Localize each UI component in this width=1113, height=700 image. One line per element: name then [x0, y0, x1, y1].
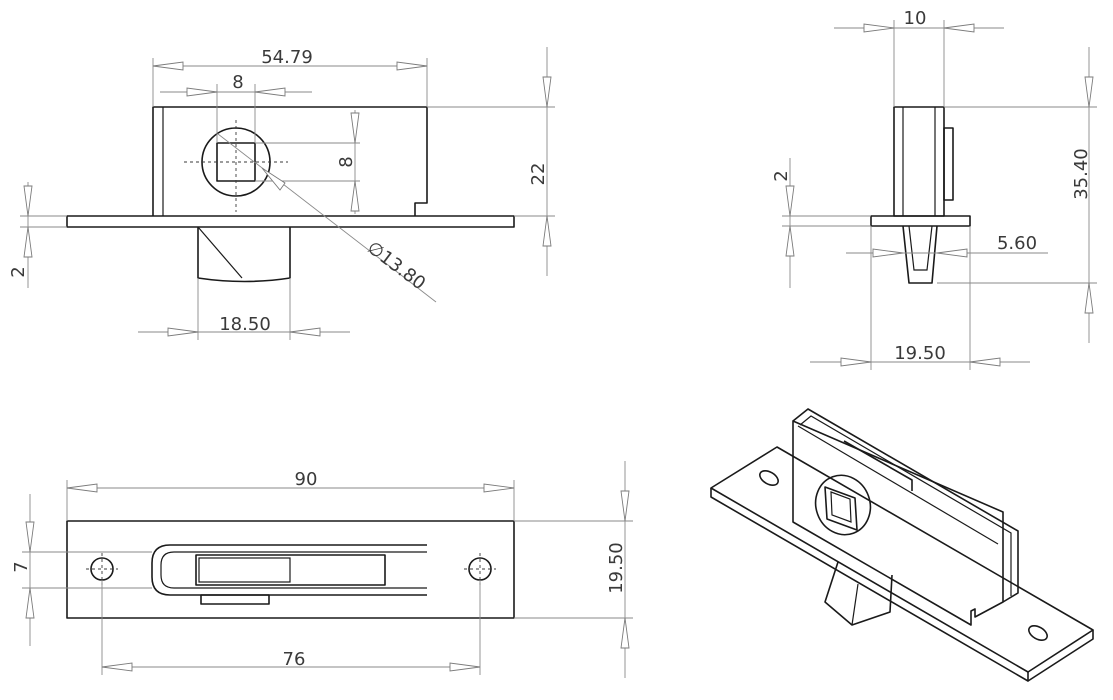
side-bolt: [902, 225, 938, 284]
top-body-inner: [160, 551, 427, 589]
side-body: [893, 106, 945, 217]
dim-arrow: [872, 248, 904, 258]
iso-plate-edge-front: [710, 488, 1029, 682]
dim-arrow: [936, 248, 968, 258]
dim-arrow: [542, 76, 552, 108]
side-spindle-boss: [943, 127, 954, 201]
dim-arrow: [449, 662, 481, 672]
top-base-plate: [66, 520, 515, 619]
dim-arrow: [25, 587, 35, 619]
iso-body-back-inner: [799, 415, 1012, 596]
top-bolt-tab: [200, 594, 270, 605]
iso-bolt: [824, 561, 893, 626]
dim-arrow: [785, 225, 795, 257]
dim-top-slot-width: 7: [11, 561, 32, 572]
top-slot-inner: [198, 557, 291, 583]
dim-arrow: [167, 327, 199, 337]
dim-arrow: [620, 490, 630, 522]
dim-front-square-height: 8: [336, 156, 357, 167]
dim-arrow: [350, 112, 360, 144]
front-base-plate: [66, 215, 515, 228]
top-slot: [195, 554, 386, 586]
dim-side-body-thickness: 10: [904, 8, 927, 29]
dim-arrow: [840, 357, 872, 367]
front-bolt-bevel: [197, 226, 243, 279]
dim-arrow: [66, 483, 98, 493]
dim-arrow: [1084, 76, 1094, 108]
front-view: 54.79 8 8 22 2 ∅13.80: [8, 47, 555, 340]
dim-arrow: [969, 357, 1001, 367]
side-view: 10 35.40 2 5.60 19.50: [771, 8, 1097, 370]
dim-arrow: [542, 215, 552, 247]
iso-body-back: [792, 408, 1019, 603]
dim-top-plate-width: 19.50: [606, 542, 627, 594]
side-base-plate: [870, 215, 971, 227]
dim-side-bolt-width: 5.60: [997, 233, 1037, 254]
dim-front-body-height: 22: [528, 163, 549, 186]
dim-arrow: [396, 61, 428, 71]
side-bolt-inner: [908, 225, 933, 271]
iso-square-hole: [824, 486, 858, 531]
dim-front-hole-diameter: ∅13.80: [363, 237, 429, 294]
dim-side-plate-width: 19.50: [894, 343, 946, 364]
dim-arrow: [101, 662, 133, 672]
dim-front-bolt-width: 18.50: [219, 314, 271, 335]
dim-front-overall-width: 54.79: [261, 47, 313, 68]
iso-bolt-edge: [851, 583, 859, 626]
top-view: 90 7 19.50 76: [11, 461, 633, 678]
iso-boss-back: [843, 440, 913, 491]
dim-arrow: [943, 23, 975, 33]
iso-body-top-edge: [797, 425, 999, 545]
front-bolt: [197, 227, 291, 283]
dim-side-overall-height: 35.40: [1071, 148, 1092, 200]
dim-arrow: [620, 617, 630, 649]
dim-leader-diameter: [217, 133, 437, 303]
dim-arrow: [254, 87, 286, 97]
dim-arrow: [350, 180, 360, 212]
iso-body-front: [792, 420, 1004, 626]
iso-spindle-hole: [814, 474, 872, 536]
dim-arrow: [23, 226, 33, 258]
dim-arrow: [186, 87, 218, 97]
dim-arrow: [863, 23, 895, 33]
isometric-view: [710, 408, 1094, 682]
dim-arrow: [23, 185, 33, 217]
dim-arrow: [289, 327, 321, 337]
iso-screw-hole-left: [759, 469, 779, 487]
dim-arrow: [261, 167, 286, 191]
front-body: [152, 106, 428, 216]
iso-square-hole-inner: [830, 491, 852, 523]
dim-arrow: [152, 61, 184, 71]
dim-front-square-width: 8: [232, 72, 243, 93]
dim-side-plate-thickness: 2: [771, 170, 792, 181]
top-body-outer: [151, 544, 427, 596]
dim-arrow: [25, 521, 35, 553]
dim-top-overall-length: 90: [295, 469, 318, 490]
iso-plate-edge-right: [1027, 630, 1094, 682]
dim-front-plate-thickness: 2: [8, 266, 29, 277]
dim-top-hole-spacing: 76: [283, 649, 306, 670]
iso-screw-hole-right: [1028, 624, 1048, 642]
dim-arrow: [1084, 282, 1094, 314]
dim-arrow: [785, 185, 795, 217]
dim-arrow: [483, 483, 515, 493]
